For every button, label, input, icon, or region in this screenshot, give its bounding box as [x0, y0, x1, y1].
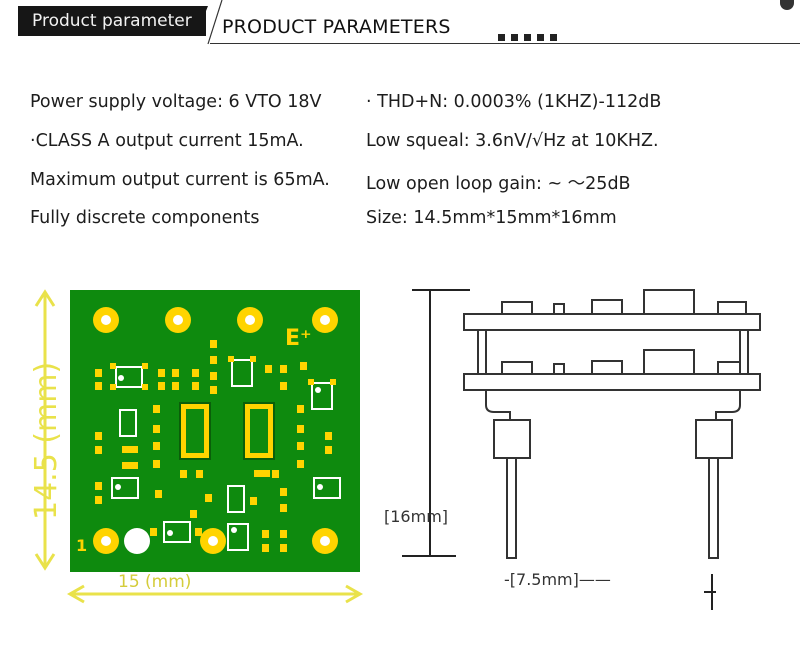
page-title: PRODUCT PARAMETERS	[222, 16, 451, 38]
height-dimension-label: 14.5 (mm)	[29, 362, 64, 520]
spec-right-4: Size: 14.5mm*15mm*16mm	[366, 208, 617, 228]
spec-left-3: Maximum output current is 65mA.	[30, 170, 330, 190]
spec-right-3: Low open loop gain: ~ 〜25dB	[366, 174, 631, 194]
spec-left-4: Fully discrete components	[30, 208, 260, 228]
tab-label: Product parameter	[32, 11, 192, 31]
width-dimension-arrow	[66, 584, 364, 604]
ic-footprints	[110, 356, 341, 551]
spec-left-1: Power supply voltage: 6 VTO 18V	[30, 92, 322, 112]
corner-ornament	[780, 0, 794, 10]
pitch-marker	[704, 574, 716, 610]
spec-left-2: ·CLASS A output current 15mA.	[30, 131, 304, 151]
pin1-label: 1	[76, 536, 87, 555]
pin1-marker	[124, 528, 150, 554]
mounting-pads	[93, 307, 338, 554]
pitch-label: -[7.5mm]——	[504, 570, 611, 589]
smd-pads	[95, 340, 332, 552]
brand-mark: E⁺	[285, 326, 312, 351]
decorative-dots	[498, 26, 563, 45]
side-height-label: [16mm]	[384, 507, 449, 526]
spec-right-1: · THD+N: 0.0003% (1KHZ)-112dB	[366, 92, 662, 112]
header-rule	[210, 43, 800, 44]
product-parameter-tab: Product parameter	[18, 6, 206, 36]
pitch-value: [7.5mm]	[509, 570, 579, 589]
width-dimension-label: 15 (mm)	[118, 572, 191, 592]
tab-divider-icon	[196, 0, 223, 45]
spec-right-2: Low squeal: 3.6nV/√Hz at 10KHZ.	[366, 131, 659, 151]
height-dimension-arrow	[34, 289, 56, 571]
pcb-board	[70, 290, 360, 572]
